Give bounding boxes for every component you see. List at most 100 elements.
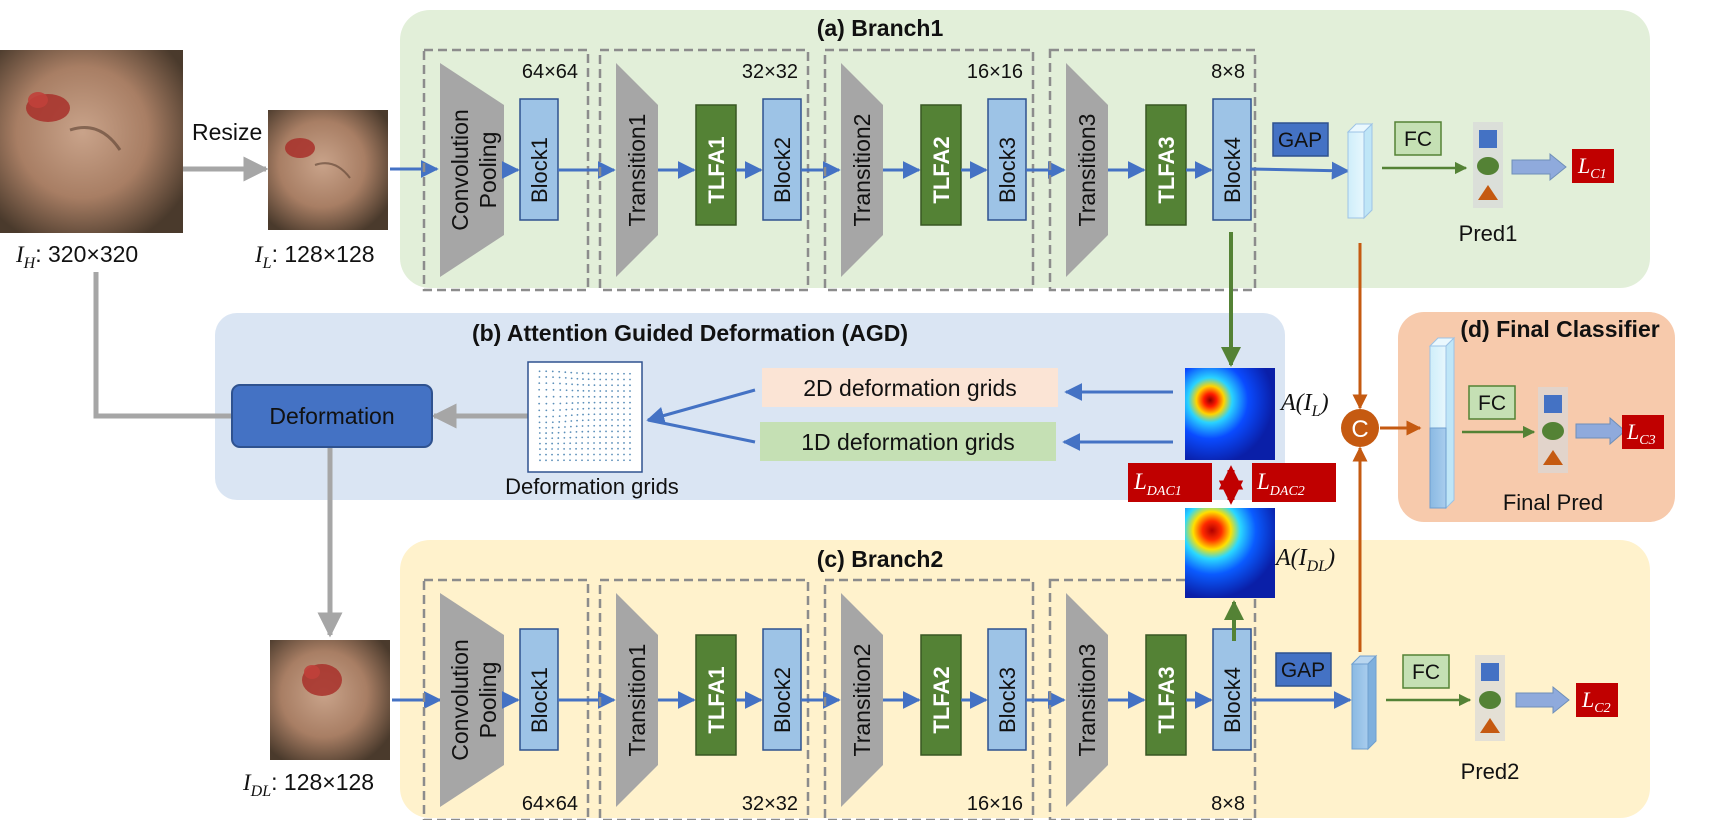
branch2-tlfa-box — [695, 634, 737, 756]
branch2-feature-vector — [1350, 654, 1378, 751]
grid-dot — [552, 415, 555, 418]
grid-dot — [545, 421, 548, 424]
grid-dot — [617, 390, 619, 392]
branch2-stage-size: 8×8 — [1211, 793, 1245, 815]
grid-dot — [623, 436, 625, 439]
branch1-gap-label: GAP — [1278, 129, 1322, 152]
grid-dot — [581, 436, 584, 439]
grid-dot — [558, 421, 561, 423]
grid-dot — [587, 436, 590, 439]
grid-dot — [570, 377, 573, 380]
grid-dot — [571, 408, 574, 411]
final-fc-label: FC — [1478, 392, 1506, 415]
grid-dot — [538, 415, 541, 418]
branch2-transition-shape — [616, 593, 658, 807]
grid-dot — [629, 401, 631, 404]
grid-dot — [623, 442, 625, 444]
branch1-block-box — [987, 98, 1027, 221]
grid-dot — [576, 377, 579, 380]
grid-dot — [611, 372, 613, 375]
idl-caption: IDL: 128×128 — [242, 769, 374, 800]
grid-dot — [623, 378, 625, 381]
grid-dot — [569, 431, 572, 434]
grid-dot — [571, 395, 574, 398]
branch1-block-box — [519, 98, 559, 221]
branch2-loss-box — [1576, 683, 1618, 717]
grid-dot — [551, 459, 553, 462]
grid-dot — [587, 453, 589, 456]
grid-dot — [551, 432, 554, 434]
grid-dot — [617, 424, 619, 427]
grid-dot — [551, 426, 554, 429]
deformation-label: Deformation — [269, 403, 394, 429]
grid-dot — [611, 442, 613, 444]
grid1d-box — [760, 422, 1056, 461]
grid-dot — [617, 442, 619, 444]
grid-dot — [629, 372, 631, 375]
grid-dot — [557, 426, 560, 429]
grid-dot — [538, 402, 541, 405]
grid-dot — [605, 436, 607, 439]
grid-dot — [593, 407, 596, 410]
input-image-il — [268, 110, 388, 230]
grid2d-box — [762, 368, 1058, 407]
grid-dot — [545, 437, 547, 440]
branch2-tlfa-label: TLFA1 — [704, 666, 729, 733]
grid-dot — [575, 459, 577, 462]
branch2-tlfa-label: TLFA2 — [929, 666, 954, 733]
deformation-box — [231, 384, 433, 448]
grid-dot — [564, 414, 567, 417]
grid-dot — [570, 371, 573, 374]
grid-dot — [629, 407, 631, 410]
grid-dot — [629, 453, 631, 456]
branch1-title: (a) Branch1 — [817, 15, 944, 41]
grid-dot — [558, 415, 561, 418]
grid-dot — [617, 372, 619, 375]
grid-dot — [581, 430, 584, 433]
grid-dot — [565, 408, 568, 411]
grid-dot — [539, 453, 541, 456]
grid-dot — [557, 431, 560, 434]
grid-dot — [581, 372, 584, 375]
grid-dot — [611, 407, 613, 410]
grid-dot — [611, 447, 613, 450]
grid-dot — [539, 448, 541, 450]
branch1-stage-size: 8×8 — [1211, 61, 1245, 83]
grid-dot — [588, 401, 590, 404]
grid-dot — [564, 377, 567, 379]
grid-dot — [599, 390, 602, 392]
grid-dot — [545, 459, 547, 462]
branch2-fc-label: FC — [1412, 661, 1440, 684]
grid-dot — [611, 413, 613, 416]
grid-dot — [565, 395, 568, 398]
branch2-pred-label: Pred2 — [1461, 759, 1520, 784]
grid-dot — [599, 372, 602, 375]
branch2-pred-arrow — [1515, 685, 1570, 715]
attention-idl-label: A(IDL) — [1274, 545, 1335, 575]
grid-dot — [593, 378, 596, 381]
grid-dot — [545, 448, 547, 450]
branch1-stage-size: 64×64 — [522, 61, 578, 83]
grid-dot — [575, 442, 578, 445]
grid-dot — [581, 419, 584, 422]
grid-dot — [593, 384, 596, 387]
deformation-grids-caption: Deformation grids — [505, 474, 679, 499]
grid-dot — [551, 442, 554, 445]
branch1-feature-vector — [1346, 122, 1374, 220]
grid-dot — [605, 390, 608, 392]
branch1-tlfa-label: TLFA3 — [1154, 136, 1179, 203]
branch1-block-label: Block2 — [770, 137, 795, 203]
branch1-transition-label: Transition2 — [849, 114, 875, 227]
grid-dot — [557, 459, 559, 462]
grid-dot — [623, 395, 625, 398]
grid-dot — [564, 371, 567, 374]
branch1-tlfa-box — [1145, 104, 1187, 226]
grid-dot — [582, 407, 585, 410]
grid-dot — [617, 413, 619, 416]
grid-dot — [551, 370, 554, 373]
branch1-block-box — [762, 98, 802, 221]
branch2-fc-box — [1402, 654, 1450, 689]
grid-dot — [569, 436, 572, 439]
branch2-tlfa-box — [920, 634, 962, 756]
